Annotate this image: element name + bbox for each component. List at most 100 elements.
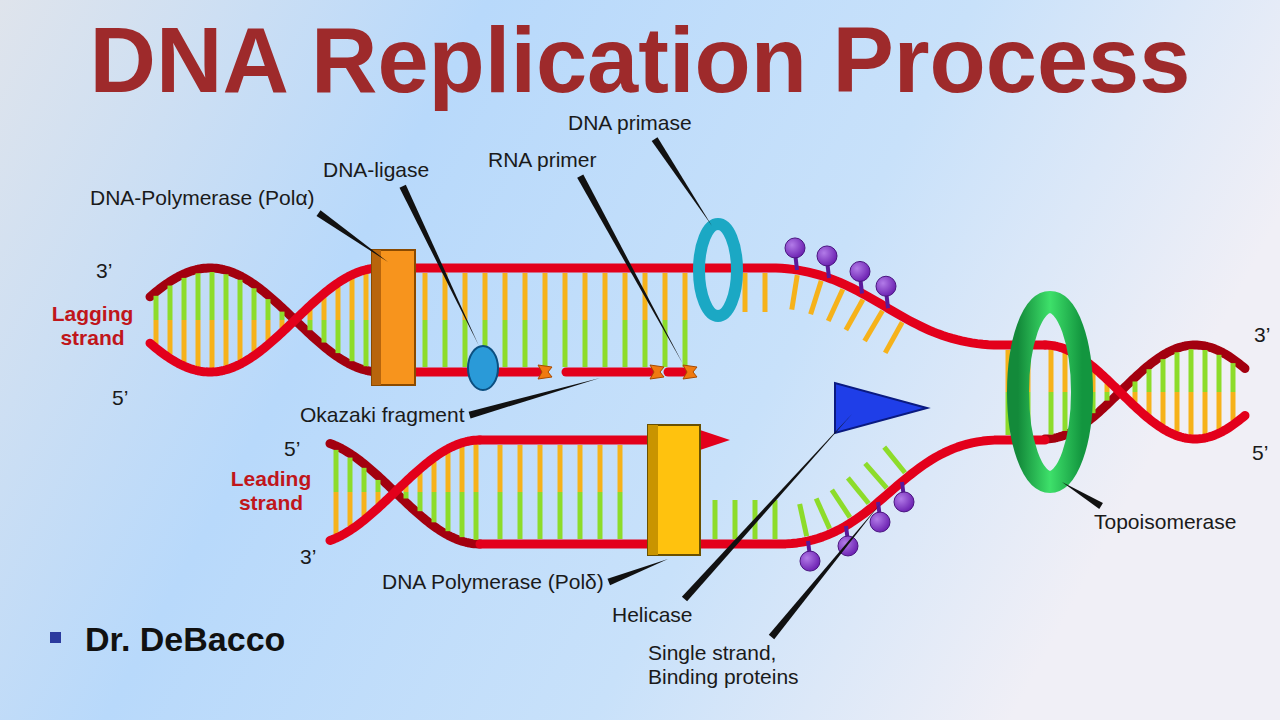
base-pair — [334, 492, 339, 534]
dna-backbone — [496, 368, 540, 377]
base-pair — [238, 280, 243, 320]
rna-primer — [650, 365, 664, 379]
base-pair — [498, 445, 503, 492]
dna-backbone — [150, 268, 380, 372]
leader-wedge — [682, 414, 852, 601]
part-label: DNA Polymerase (Polδ) — [382, 570, 604, 594]
base-pair — [865, 463, 887, 488]
strand-end: 5’ — [112, 386, 128, 410]
base-pair — [811, 281, 822, 314]
base-pair — [538, 445, 543, 492]
base-pair — [1203, 392, 1208, 434]
base-pair — [474, 492, 479, 540]
base-pair — [348, 492, 353, 526]
base-pair — [583, 273, 588, 320]
base-pair — [603, 320, 608, 367]
base-pair — [623, 273, 628, 320]
part-label: Okazaki fragment — [300, 403, 465, 427]
base-pair — [543, 320, 548, 367]
base-pair — [446, 492, 451, 531]
base-pair — [182, 320, 187, 362]
base-pair — [1147, 392, 1152, 415]
leader-wedge — [769, 504, 880, 639]
base-pair — [603, 273, 608, 320]
base-pair — [336, 320, 341, 353]
title: DNA Replication Process — [0, 14, 1280, 106]
base-pair — [683, 320, 688, 367]
part-label: RNA primer — [488, 148, 597, 172]
base-pair — [558, 445, 563, 492]
base-pair — [1161, 359, 1166, 392]
base-pair — [238, 320, 243, 360]
part-label: Helicase — [612, 603, 693, 627]
base-pair — [828, 289, 843, 321]
base-pair — [538, 492, 543, 539]
leader-wedge — [577, 174, 683, 364]
base-pair — [618, 445, 623, 492]
base-pair — [1175, 352, 1180, 392]
base-pair — [463, 320, 468, 367]
base-pair — [364, 274, 369, 320]
ssb-protein — [785, 238, 805, 258]
base-pair — [154, 320, 159, 344]
polymerase-delta-side — [648, 425, 658, 555]
base-pair — [224, 320, 229, 366]
base-pair — [885, 322, 902, 353]
base-pair — [618, 492, 623, 539]
base-pair — [404, 492, 409, 498]
base-pair — [800, 504, 807, 536]
base-pair — [832, 490, 850, 518]
base-pair — [252, 320, 257, 352]
dna-backbone — [480, 440, 1045, 544]
topoisomerase-ring — [1018, 302, 1082, 482]
leader-wedge — [652, 137, 712, 226]
base-pair — [336, 287, 341, 320]
base-pair — [518, 492, 523, 539]
base-pair — [182, 278, 187, 320]
base-pair — [364, 320, 369, 366]
base-pair — [1049, 392, 1054, 435]
base-pair — [578, 492, 583, 539]
leader-wedge — [1062, 482, 1103, 509]
base-pair — [1189, 349, 1194, 392]
base-pair — [623, 320, 628, 367]
base-pair — [1049, 349, 1054, 392]
part-label: Single strand, Binding proteins — [648, 641, 838, 689]
base-pair — [713, 500, 718, 539]
base-pair — [763, 273, 768, 312]
leader-wedge — [317, 210, 388, 262]
base-pair — [362, 492, 367, 516]
base-pair — [643, 320, 648, 367]
base-pair — [168, 286, 173, 320]
strand-end: 3’ — [96, 259, 112, 283]
base-pair — [460, 492, 465, 537]
ssb-protein — [817, 246, 837, 266]
ssb-protein — [870, 512, 890, 532]
strand-end: 5’ — [1252, 441, 1268, 465]
base-pair — [598, 492, 603, 539]
base-pair — [168, 320, 173, 354]
base-pair — [460, 447, 465, 492]
arrow-head — [700, 430, 730, 450]
bullet-square — [50, 632, 61, 643]
base-pair — [1063, 353, 1068, 392]
base-pair — [1217, 355, 1222, 392]
base-pair — [792, 275, 797, 310]
base-pair — [498, 492, 503, 539]
polymerase-alpha — [372, 250, 415, 385]
base-pair — [1175, 392, 1180, 432]
ssb-protein — [894, 492, 914, 512]
dna-backbone — [150, 268, 380, 372]
base-pair — [308, 320, 313, 330]
strand-end: 5’ — [284, 437, 300, 461]
base-pair — [1231, 392, 1236, 421]
base-pair — [884, 447, 905, 473]
rna-primer — [683, 365, 697, 379]
base-pair — [348, 458, 353, 492]
base-pair — [280, 312, 285, 320]
author-name: Dr. DeBacco — [85, 620, 285, 659]
base-pair — [322, 320, 327, 343]
base-pair — [563, 273, 568, 320]
leader-lines — [317, 137, 1103, 639]
ssb-protein — [876, 276, 896, 296]
